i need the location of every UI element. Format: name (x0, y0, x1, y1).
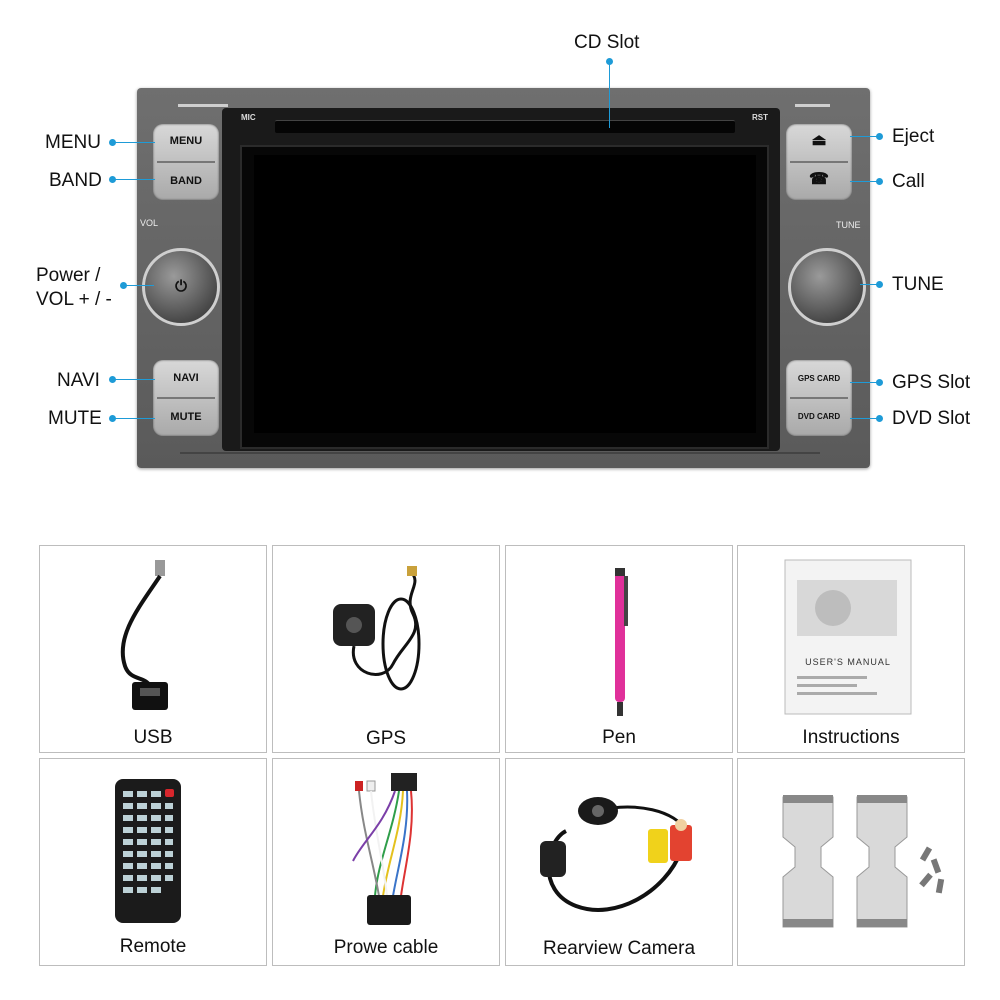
remote-label: Remote (119, 936, 187, 957)
tune-knob-label: TUNE (836, 220, 861, 230)
accessory-camera: Rearview Camera (505, 758, 733, 966)
callout-dot (120, 282, 127, 289)
bottom-trim (180, 452, 820, 454)
callout-line (860, 284, 878, 285)
navi-button[interactable]: NAVI (173, 372, 199, 384)
instructions-label: Instructions (802, 727, 900, 748)
accessory-remote: Remote (39, 758, 267, 966)
callout-gps-slot: GPS Slot (892, 372, 971, 393)
accessory-instructions: USER'S MANUAL Instructions (737, 545, 965, 753)
callout-call: Call (892, 171, 925, 192)
rocker-divider (157, 161, 215, 163)
callout-line (113, 418, 155, 419)
top-right-trim (795, 104, 830, 107)
callout-line (113, 179, 155, 180)
wire-harness-icon (352, 773, 417, 925)
rearview-camera-icon (540, 797, 692, 912)
navi-mute-rocker: NAVI MUTE (153, 360, 219, 436)
accessory-power-cable: Prowe cable (272, 758, 500, 966)
band-button[interactable]: BAND (170, 175, 202, 187)
pen-label: Pen (602, 727, 636, 748)
rst-label: RST (752, 113, 768, 122)
menu-band-rocker: MENU BAND (153, 124, 219, 200)
menu-button[interactable]: MENU (169, 135, 203, 147)
power-icon: ⏻ (175, 278, 187, 295)
usb-label: USB (133, 727, 173, 748)
call-icon[interactable]: ☎ (809, 171, 829, 188)
callout-line (124, 285, 154, 286)
callout-line (850, 136, 878, 137)
eject-call-rocker: ⏏ ☎ (786, 124, 852, 200)
callout-cd-slot: CD Slot (574, 32, 640, 53)
stylus-pen-icon (615, 568, 628, 716)
accessory-pen: Pen (505, 545, 733, 753)
callout-navi: NAVI (57, 370, 100, 391)
accessory-usb: USB (39, 545, 267, 753)
cd-slot[interactable] (275, 120, 735, 133)
callout-dot (876, 379, 883, 386)
callout-band: BAND (49, 170, 102, 191)
camera-label: Rearview Camera (542, 938, 696, 959)
callout-dot (109, 415, 116, 422)
callout-menu: MENU (45, 132, 101, 153)
callout-line (113, 379, 155, 380)
callout-line (850, 181, 878, 182)
callout-dot (606, 58, 613, 65)
usb-cable-icon (120, 560, 168, 710)
mute-button[interactable]: MUTE (170, 411, 202, 423)
vol-label: VOL (140, 218, 159, 228)
callout-dot (876, 415, 883, 422)
callout-dvd-slot: DVD Slot (892, 408, 971, 429)
gps-antenna-icon (333, 566, 421, 691)
gps-label: GPS (365, 728, 407, 749)
callout-dot (109, 176, 116, 183)
callout-dot (109, 376, 116, 383)
accessory-gps: GPS (272, 545, 500, 753)
callout-dot (876, 178, 883, 185)
top-left-trim (178, 104, 228, 107)
rocker-divider (790, 397, 848, 399)
accessory-brackets (737, 758, 965, 966)
callout-power-line2: VOL + / - (36, 289, 112, 310)
gps-card-slot[interactable]: GPS CARD (797, 374, 841, 383)
manual-booklet-icon (784, 559, 912, 715)
remote-control-icon (115, 779, 181, 923)
callout-mute: MUTE (48, 408, 102, 429)
callout-line (609, 62, 610, 128)
power-volume-knob[interactable]: ⏻ (142, 248, 220, 326)
dvd-card-slot[interactable]: DVD CARD (797, 412, 841, 421)
rocker-divider (790, 161, 848, 163)
callout-dot (109, 139, 116, 146)
rocker-divider (157, 397, 215, 399)
display-inner (254, 155, 756, 433)
callout-line (850, 418, 878, 419)
tune-knob[interactable] (788, 248, 866, 326)
callout-eject: Eject (892, 126, 935, 147)
callout-line (113, 142, 155, 143)
manual-title: USER'S MANUAL (805, 657, 891, 667)
callout-tune: TUNE (892, 274, 944, 295)
callout-dot (876, 133, 883, 140)
mounting-brackets-icon (782, 795, 945, 928)
mic-label: MIC (241, 113, 256, 122)
eject-icon[interactable]: ⏏ (811, 132, 827, 149)
card-slots: GPS CARD DVD CARD (786, 360, 852, 436)
callout-power-line1: Power / (36, 265, 101, 286)
callout-line (850, 382, 878, 383)
callout-dot (876, 281, 883, 288)
power-cable-label: Prowe cable (333, 937, 439, 958)
